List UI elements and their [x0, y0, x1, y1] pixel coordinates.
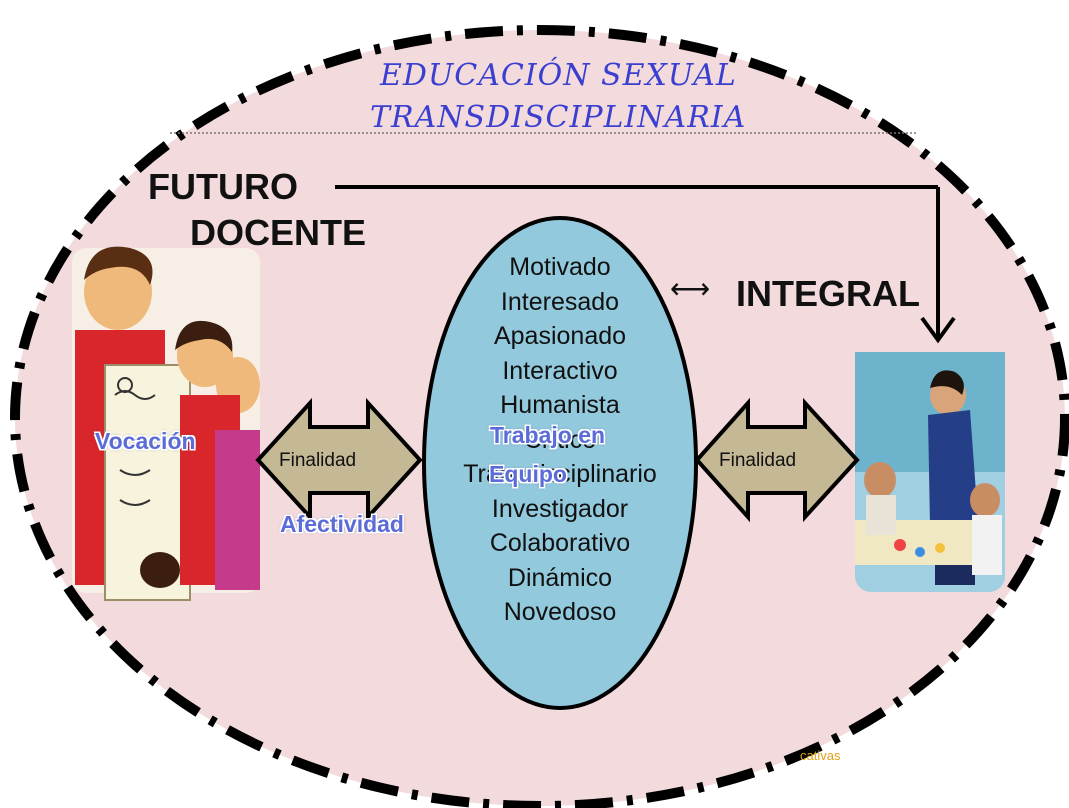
equipo-label: Equipo [489, 461, 567, 487]
classroom-illustration-right [855, 352, 1005, 592]
trait-item: Humanista [500, 391, 620, 419]
down-arrow-head [920, 316, 956, 344]
trait-item: Colaborativo [489, 529, 631, 557]
traits-list: Motivado Interesado Apasionado Interacti… [425, 250, 695, 630]
trait-item: Motivado [509, 253, 611, 281]
teacher-illustration-left [72, 246, 260, 601]
arrow-left-label: Finalidad [279, 450, 357, 471]
title-line-2: TRANSDISCIPLINARIA [370, 100, 747, 135]
trait-item: Apasionado [493, 322, 627, 350]
double-arrow-left [255, 397, 423, 523]
trait-item: Interactivo [502, 356, 618, 385]
vocacion-label: Vocación [95, 428, 196, 454]
integral-label: INTEGRAL [736, 273, 920, 314]
trait-item: Interesado [500, 287, 620, 316]
footer-text-snippet: cativas [800, 748, 841, 763]
trabajo-label: Trabajo en [490, 422, 606, 448]
traits-ellipse [422, 216, 698, 710]
trait-item: Crítico [523, 425, 597, 454]
trait-item: Investigador [491, 494, 629, 523]
futuro-label: FUTURO [148, 166, 298, 207]
double-arrow-right [694, 397, 860, 523]
docente-label: DOCENTE [190, 212, 367, 253]
arrow-right-label: Finalidad [719, 450, 797, 471]
trait-item: Novedoso [503, 598, 617, 626]
trait-item: Dinámico [507, 563, 613, 592]
bidirectional-arrow-icon: ⟷ [670, 273, 711, 304]
afectividad-label: Afectividad [280, 511, 404, 537]
trait-item: Transdisciplinario [463, 460, 657, 488]
title-line-1: EDUCACIÓN SEXUAL [380, 58, 737, 93]
